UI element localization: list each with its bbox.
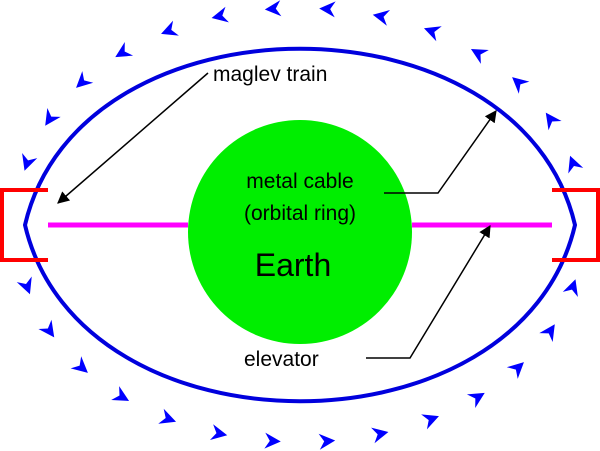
flow-arrow-icon xyxy=(70,356,88,373)
flow-arrow-icon xyxy=(568,155,584,174)
flow-arrow-icon xyxy=(506,362,524,379)
orbital-ring-label: (orbital ring) xyxy=(244,202,356,225)
flow-arrow-icon xyxy=(264,0,282,17)
flow-arrow-icon xyxy=(76,71,94,88)
elevator-label: elevator xyxy=(244,348,319,371)
metal-cable-label: metal cable xyxy=(246,170,353,193)
earth-circle xyxy=(188,120,412,344)
flow-arrow-icon xyxy=(209,424,228,440)
maglev-train-pointer xyxy=(57,72,209,204)
flow-arrow-icon xyxy=(421,414,439,430)
flow-arrow-icon xyxy=(158,408,177,424)
flow-arrow-icon xyxy=(423,26,442,42)
flow-arrow-icon xyxy=(161,20,179,36)
flow-arrow-icon xyxy=(264,432,281,449)
flow-arrow-icon xyxy=(211,6,229,23)
maglev-train-right-bracket-icon xyxy=(552,188,600,262)
flow-arrow-icon xyxy=(111,386,130,401)
flow-arrow-icon xyxy=(16,276,32,295)
maglev-train-label: maglev train xyxy=(213,63,327,86)
flow-arrow-icon xyxy=(115,42,134,58)
flow-arrow-icon xyxy=(371,427,389,444)
metal-cable-pointer xyxy=(384,110,497,194)
orbital-ring xyxy=(22,46,578,404)
maglev-train-left-bracket-icon xyxy=(0,188,48,262)
flow-arrow-icon xyxy=(470,49,489,64)
flow-arrow-icon xyxy=(466,392,485,408)
flow-arrow-icon xyxy=(372,10,391,26)
flow-arrow-icon xyxy=(539,324,555,342)
flow-arrow-icon xyxy=(45,108,61,126)
flow-arrow-icon xyxy=(545,112,562,131)
earth-label: Earth xyxy=(255,247,331,283)
elevator-pointer xyxy=(366,224,491,359)
flow-arrow-icon xyxy=(319,1,336,18)
flow-arrow-icon xyxy=(512,77,530,94)
flow-arrow-icon xyxy=(38,319,55,338)
flow-arrows xyxy=(16,0,584,450)
flow-arrow-icon xyxy=(318,433,336,450)
flow-arrow-icon xyxy=(22,153,38,171)
flow-arrow-icon xyxy=(562,279,578,297)
